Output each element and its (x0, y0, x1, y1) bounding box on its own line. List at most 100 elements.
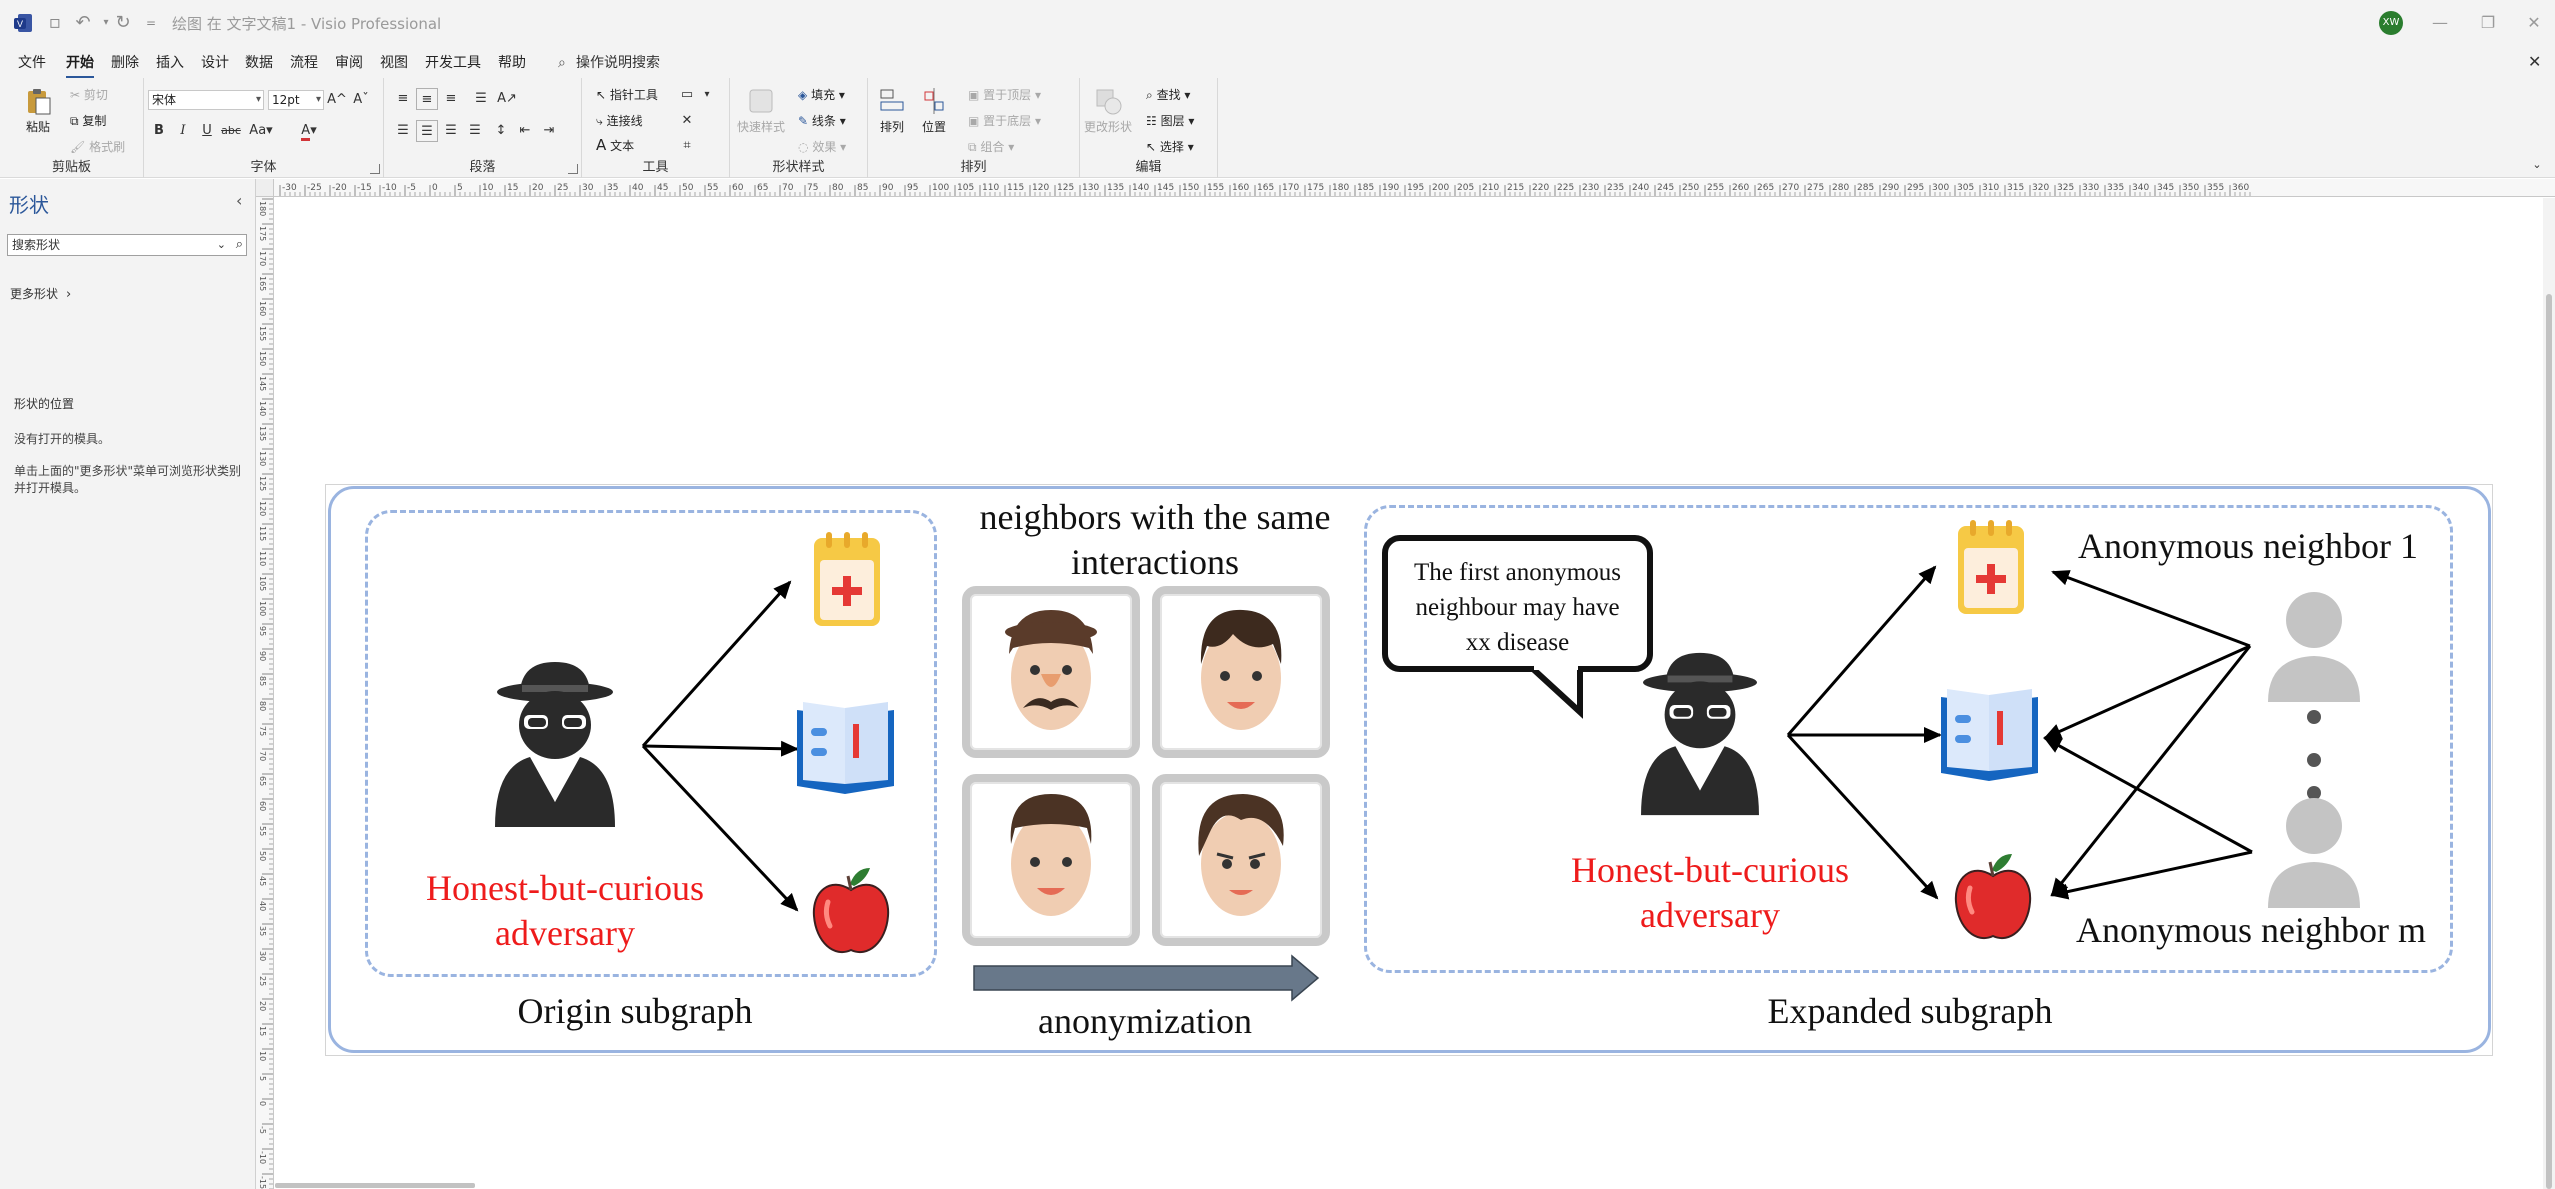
align-middle-icon[interactable]: ≡ (416, 88, 438, 110)
editing-group-label: 编辑 (1135, 160, 1162, 175)
close-window-icon[interactable]: ✕ (2527, 13, 2541, 32)
restore-icon[interactable]: ❐ (2480, 13, 2496, 32)
decrease-indent-icon[interactable]: ⇤ (519, 123, 531, 138)
shape-dropdown-icon[interactable]: ▾ (704, 89, 710, 100)
font-family-select[interactable]: 宋体▾ (148, 90, 264, 110)
increase-indent-icon[interactable]: ⇥ (543, 123, 555, 138)
send-to-back-button[interactable]: ▣ 置于底层 ▾ (968, 114, 1042, 128)
tab-delete[interactable]: 删除 (111, 55, 139, 71)
rectangle-icon[interactable]: ▭ (680, 87, 694, 102)
align-bottom-icon[interactable]: ≡ (445, 91, 457, 106)
ruler-label: 160 (1232, 183, 1249, 193)
underline-button[interactable]: U (202, 123, 212, 138)
scrollbar-thumb[interactable] (2546, 294, 2552, 1189)
tab-view[interactable]: 视图 (380, 55, 408, 71)
shrink-font-button[interactable]: Aˇ (353, 92, 369, 107)
collapse-ribbon-icon[interactable]: ⌄ (2532, 158, 2542, 171)
ruler-label: 140 (258, 401, 267, 416)
close-document-icon[interactable]: ✕ (2528, 52, 2542, 71)
cut-button[interactable]: ✂ 剪切 (70, 88, 108, 102)
minimize-icon[interactable]: — (2432, 13, 2448, 32)
shape-search-input[interactable]: 搜索形状 ⌄ ⌕ (7, 234, 247, 256)
tell-me-search[interactable]: ⌕操作说明搜索 (558, 52, 660, 72)
copy-button[interactable]: ⧉ 复制 (70, 114, 107, 128)
tab-insert[interactable]: 插入 (156, 55, 184, 71)
expanded-adversary-spy-icon (1641, 652, 1759, 816)
tab-file[interactable]: 文件 (18, 55, 46, 71)
layers-button[interactable]: ☷ 图层 ▾ (1146, 114, 1195, 128)
origin-adversary-label: Honest-but-curious adversary (395, 866, 735, 956)
ruler-label: 20 (258, 1001, 267, 1011)
change-shape-button[interactable]: 更改形状 (1084, 86, 1132, 135)
ruler-label: 295 (1907, 183, 1924, 193)
grow-font-button[interactable]: A^ (327, 92, 347, 107)
horizontal-scrollbar-thumb[interactable] (275, 1183, 475, 1188)
avatar[interactable]: XW (2379, 11, 2403, 35)
change-case-button[interactable]: Aa▾ (249, 123, 273, 138)
font-color-button[interactable]: A▾ (294, 120, 324, 142)
arrow-origin-to-medical (641, 580, 792, 748)
x-icon[interactable]: ✕ (681, 113, 693, 128)
fill-button[interactable]: ◈ 填充 ▾ (798, 88, 845, 102)
align-top-icon[interactable]: ≡ (397, 91, 409, 106)
collapse-pane-icon[interactable]: ‹ (236, 191, 243, 210)
tab-data[interactable]: 数据 (245, 55, 273, 71)
strikethrough-button[interactable]: abc (221, 124, 241, 137)
position-button[interactable]: 位置 (914, 86, 954, 135)
italic-button[interactable]: I (180, 123, 186, 138)
text-direction-icon[interactable]: A↗ (497, 91, 517, 106)
more-shapes-button[interactable]: 更多形状› (10, 285, 71, 302)
arrange-button[interactable]: 排列 (872, 86, 912, 135)
connector-button[interactable]: ⤷ 连接线 (596, 112, 643, 129)
paste-icon (28, 89, 51, 115)
speech-bubble[interactable]: The first anonymous neighbour may have x… (1382, 535, 1653, 672)
paragraph-dialog-launcher[interactable] (568, 164, 578, 174)
format-painter-button[interactable]: 🖌 格式刷 (70, 140, 126, 154)
save-icon[interactable]: ▫ (48, 12, 62, 33)
tab-design[interactable]: 设计 (201, 55, 229, 71)
find-button[interactable]: ⌕ 查找 ▾ (1146, 88, 1191, 102)
change-case-label: Aa (249, 123, 267, 138)
vertical-ruler-ticks: 1801751701651601551501451401351301251201… (258, 198, 273, 1189)
text-tool-button[interactable]: A 文本 (596, 136, 634, 154)
origin-subgraph-box[interactable] (365, 510, 937, 977)
ruler-label: 110 (982, 183, 999, 193)
tab-home[interactable]: 开始 (66, 52, 94, 79)
ruler-label: 30 (258, 951, 267, 961)
effects-button[interactable]: ◌ 效果 ▾ (798, 140, 847, 154)
line-spacing-icon[interactable]: ↕ (495, 123, 507, 138)
tab-review[interactable]: 审阅 (335, 55, 363, 71)
undo-dropdown-icon[interactable]: ▾ (103, 17, 109, 28)
text-tool-label: 文本 (610, 139, 635, 153)
bold-button[interactable]: B (154, 123, 164, 138)
align-right-icon[interactable]: ☰ (445, 123, 457, 138)
select-button[interactable]: ↖ 选择 ▾ (1146, 140, 1194, 154)
tab-process[interactable]: 流程 (290, 55, 318, 71)
align-center-icon[interactable]: ☰ (416, 120, 438, 142)
align-left-icon[interactable]: ☰ (397, 123, 409, 138)
customize-toolbar-icon[interactable]: = (145, 16, 157, 30)
tab-help[interactable]: 帮助 (498, 55, 526, 71)
crop-icon[interactable]: ⌗ (683, 138, 691, 153)
tab-developer[interactable]: 开发工具 (425, 55, 481, 71)
redo-icon[interactable]: ↻ (115, 12, 131, 33)
bullets-icon[interactable]: ☰ (475, 91, 487, 106)
grow-font-label: A (327, 92, 336, 107)
bring-to-front-button[interactable]: ▣ 置于顶层 ▾ (968, 88, 1042, 102)
expanded-subgraph-box[interactable] (1364, 505, 2453, 973)
undo-icon[interactable]: ↶ (75, 12, 91, 33)
chevron-down-icon[interactable]: ⌄ (216, 238, 226, 251)
pointer-tool-button[interactable]: ↖ 指针工具 (596, 86, 658, 103)
justify-icon[interactable]: ☰ (469, 123, 481, 138)
font-size-select[interactable]: 12pt▾ (268, 90, 324, 110)
ruler-label: 55 (258, 826, 267, 836)
line-button[interactable]: ✎ 线条 ▾ (798, 114, 846, 128)
quick-styles-button[interactable]: 快速样式 (736, 86, 786, 135)
paste-button[interactable]: 粘贴 (18, 86, 58, 135)
font-dialog-launcher[interactable] (370, 164, 380, 174)
vertical-scrollbar[interactable] (2543, 198, 2555, 1189)
search-icon[interactable]: ⌕ (235, 237, 243, 252)
group-button[interactable]: ⧉ 组合 ▾ (968, 140, 1015, 154)
